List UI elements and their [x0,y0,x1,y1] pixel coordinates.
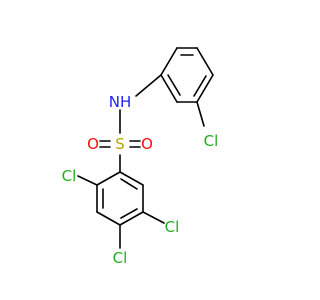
atom-nh: NH [109,93,132,111]
bond [196,74,214,103]
atom-cl-2: Cl [62,167,77,185]
bond [119,211,144,226]
bond [196,47,214,76]
atom-o-right: O [141,135,153,153]
double-bond [120,208,138,219]
phenyl-ring [160,47,214,103]
bond [119,171,144,186]
double-bond [167,74,181,96]
atom-cl-4: Cl [113,249,128,267]
bond-ring-to-cl [142,211,165,224]
bond-ring-to-cl [77,175,98,186]
atom-s: S [115,135,125,153]
atom-cl-5: Cl [165,218,180,236]
molecule-structure: S O O NH Cl Cl Cl Cl [62,47,219,267]
bond [160,74,178,103]
bond [160,47,178,76]
bond [96,171,121,186]
double-bond [193,75,207,97]
bond [96,211,121,226]
double-bond [120,178,138,190]
atom-cl-phenyl: Cl [204,132,219,150]
bond-ring-to-cl [196,101,205,127]
benzene-ring [96,171,144,226]
atom-o-left: O [87,135,99,153]
bond-ring-to-n [135,74,162,97]
